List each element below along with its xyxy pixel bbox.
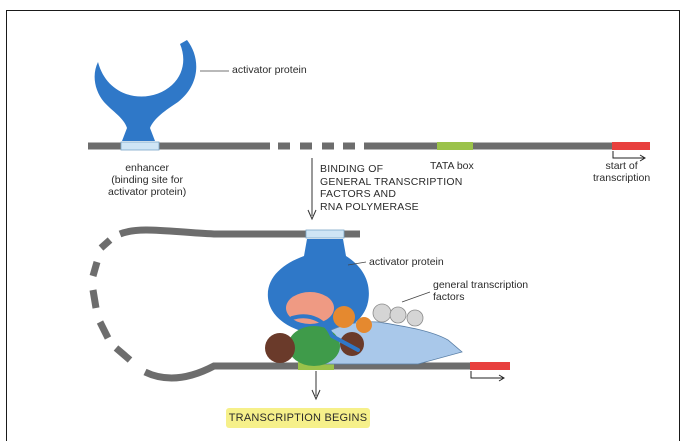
label-enhancer: enhancer (binding site for activator pro…	[108, 162, 186, 198]
start-site-top	[612, 142, 650, 150]
activator-protein-top	[95, 40, 197, 141]
process-arrow	[308, 158, 316, 219]
factor-grey-1	[373, 304, 391, 322]
start-site-bottom	[470, 362, 510, 370]
begins-arrow	[312, 371, 320, 399]
factor-orange-1	[333, 306, 355, 328]
start-arrow-bottom	[471, 371, 504, 381]
label-start-of-transcription: start of transcription	[593, 160, 650, 184]
label-activator-protein-top: activator protein	[232, 64, 307, 76]
factor-grey-2	[390, 307, 406, 323]
factor-brown-1	[265, 333, 295, 363]
enhancer-site-bottom	[306, 230, 344, 238]
transcription-begins-banner: TRANSCRIPTION BEGINS	[226, 408, 370, 428]
leader-line-general-factors	[402, 292, 430, 302]
tata-box-top	[437, 142, 473, 150]
label-tata-box: TATA box	[430, 160, 474, 172]
enhancer-site	[121, 142, 159, 150]
factor-grey-3	[407, 310, 423, 326]
label-activator-protein-bottom: activator protein	[369, 256, 444, 268]
label-general-transcription-factors: general transcription factors	[433, 279, 528, 303]
factor-orange-2	[356, 317, 372, 333]
